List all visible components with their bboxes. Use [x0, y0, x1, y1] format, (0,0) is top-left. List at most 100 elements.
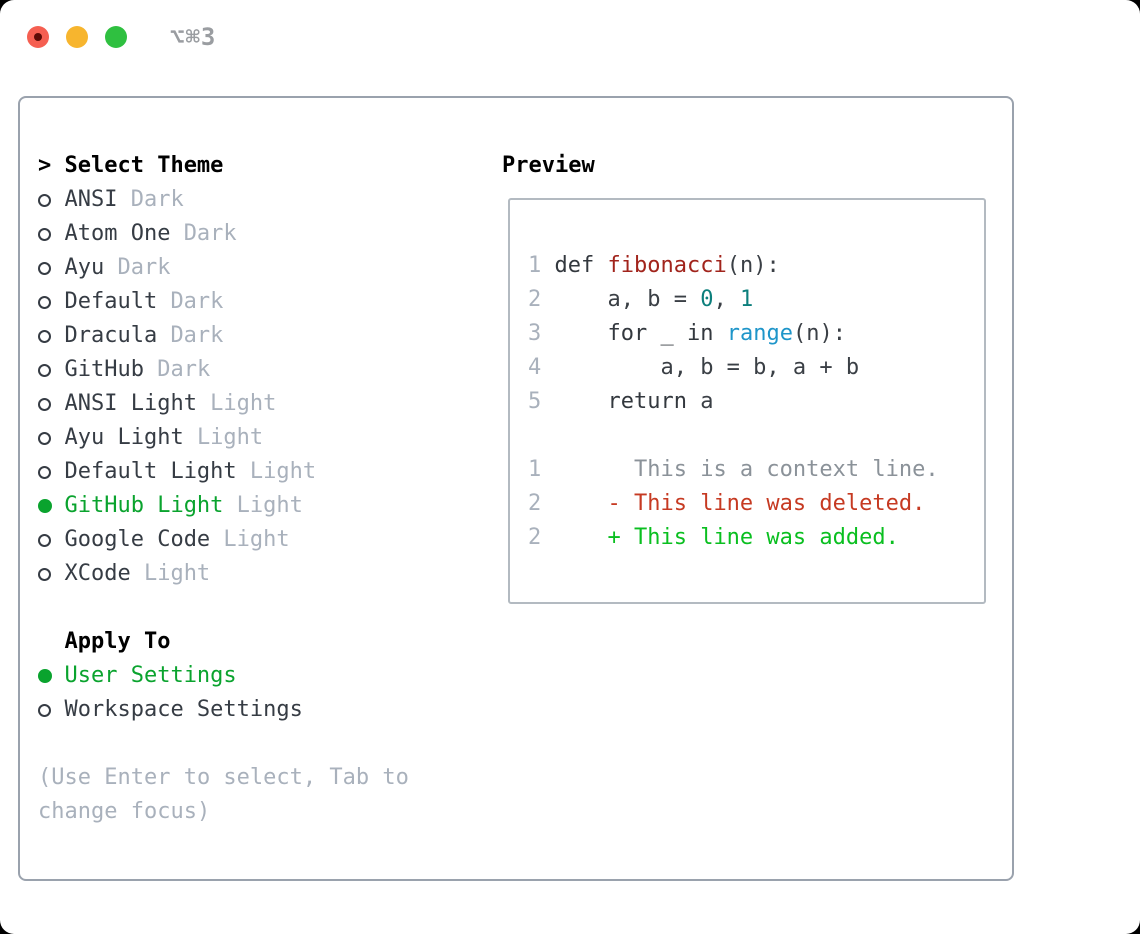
radio-icon	[38, 329, 51, 343]
option-variant-label: Light	[249, 459, 317, 484]
radio-cell	[38, 703, 64, 717]
hint-line-2: change focus)	[38, 799, 211, 824]
option-label: Default Light	[64, 459, 237, 484]
code-token-keyword: in	[686, 321, 714, 346]
apply-to-option[interactable]: Workspace Settings	[38, 693, 409, 727]
option-label: ANSI Light	[64, 391, 197, 416]
radio-cell	[38, 363, 64, 377]
line-number: 5	[528, 389, 555, 414]
code-token-plain: a	[686, 389, 714, 414]
radio-cell	[38, 261, 64, 275]
option-variant-label: Light	[236, 493, 303, 518]
radio-icon	[38, 397, 51, 411]
option-variant-label: Dark	[170, 289, 224, 314]
line-number: 4	[528, 355, 555, 380]
option-variant-label: Dark	[170, 323, 224, 348]
code-token-plain	[713, 321, 726, 346]
option-variant-label: Dark	[117, 255, 171, 280]
line-number	[528, 423, 555, 448]
code-token-plain: (n):	[792, 321, 846, 346]
code-token-plain	[555, 389, 608, 414]
window-title: ⌥⌘3	[170, 23, 217, 51]
select-theme-header: > Select Theme	[38, 149, 409, 183]
spacer	[38, 727, 409, 761]
option-label: GitHub Light	[64, 493, 224, 518]
minimize-button[interactable]	[66, 26, 88, 48]
preview-header: Preview	[502, 153, 595, 178]
line-number: 3	[528, 321, 555, 346]
radio-cell	[38, 329, 64, 343]
code-token-keyword: def	[554, 253, 608, 278]
line-number: 2	[528, 525, 555, 550]
radio-icon	[38, 363, 51, 377]
radio-icon	[38, 431, 51, 445]
radio-icon	[38, 465, 51, 479]
theme-option[interactable]: Ayu Dark	[38, 251, 409, 285]
code-line: 2 - This line was deleted.	[528, 487, 984, 521]
radio-cell	[38, 533, 64, 547]
radio-icon	[38, 261, 51, 275]
radio-icon	[38, 227, 51, 241]
code-token-builtin: range	[726, 321, 793, 346]
zoom-button[interactable]	[105, 26, 127, 48]
radio-selected-icon	[38, 499, 52, 513]
close-button[interactable]	[27, 26, 49, 48]
apply-to-option[interactable]: User Settings	[38, 659, 409, 693]
radio-icon	[38, 703, 51, 717]
option-label: Ayu Light	[64, 425, 184, 450]
theme-option[interactable]: GitHub Light Light	[38, 489, 409, 523]
radio-cell	[38, 567, 64, 581]
radio-cell	[38, 465, 64, 479]
option-label: Workspace Settings	[64, 697, 303, 722]
option-label: GitHub	[64, 357, 144, 382]
close-dot-icon	[34, 33, 42, 41]
code-token-number: 0	[700, 287, 714, 312]
code-token-keyword: return	[607, 389, 687, 414]
option-variant-label: Light	[196, 425, 264, 450]
apply-to-title: Apply To	[64, 629, 171, 654]
radio-cell	[38, 227, 64, 241]
option-variant-label: Light	[143, 561, 211, 586]
option-label: User Settings	[64, 663, 237, 688]
line-number: 1	[528, 457, 555, 482]
line-number: 1	[528, 253, 555, 278]
code-token-deleted: - This line was deleted.	[554, 491, 926, 516]
code-token-plain: (n):	[726, 253, 780, 278]
code-line	[528, 419, 984, 453]
option-variant-label: Dark	[130, 187, 184, 212]
code-line: 1 This is a context line.	[528, 453, 984, 487]
option-label: XCode	[64, 561, 131, 586]
radio-icon	[38, 295, 51, 309]
code-line: 2 a, b = 0, 1	[528, 283, 984, 317]
theme-option[interactable]: Default Light Light	[38, 455, 409, 489]
code-token-plain: a, b =	[554, 287, 701, 312]
code-line: 4 a, b = b, a + b	[528, 351, 984, 385]
radio-selected-icon	[38, 669, 52, 683]
radio-icon	[38, 533, 51, 547]
option-label: Google Code	[64, 527, 211, 552]
theme-option[interactable]: Ayu Light Light	[38, 421, 409, 455]
option-label: Ayu	[64, 255, 105, 280]
code-line: 1 def fibonacci(n):	[528, 249, 984, 283]
theme-option[interactable]: XCode Light	[38, 557, 409, 591]
radio-icon	[38, 567, 51, 581]
code-token-function: fibonacci	[607, 253, 727, 278]
code-line: 5 return a	[528, 385, 984, 419]
code-token-plain: _	[647, 321, 687, 346]
code-token-context: This is a context line.	[554, 457, 939, 482]
prompt-caret-icon: >	[38, 153, 52, 178]
select-theme-title: Select Theme	[64, 153, 224, 178]
